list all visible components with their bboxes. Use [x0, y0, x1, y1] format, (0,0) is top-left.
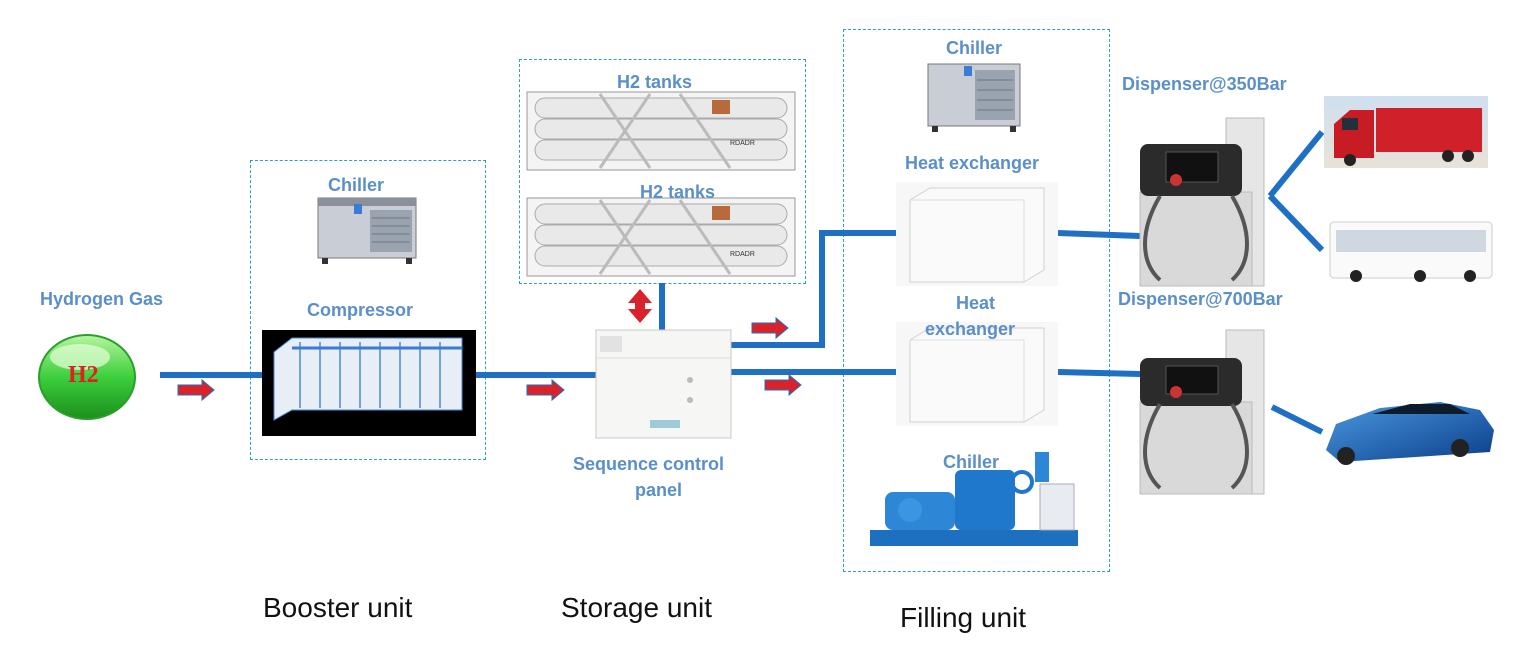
bus-image [1329, 221, 1493, 282]
booster-unit-box [250, 160, 486, 460]
hydrogen-gas-label: Hydrogen Gas [40, 289, 164, 309]
sequence-control-panel-label-line1: Sequence control [573, 454, 725, 474]
flow-arrow-3 [751, 316, 789, 340]
flow-arrow-1 [177, 378, 215, 402]
h2-tanks-label-2: H2 tanks [640, 182, 716, 202]
booster-unit-label: Booster unit [263, 592, 413, 623]
heat-exchanger-2-label-line1: Heat [956, 293, 996, 313]
tank-plate-1: RDADR [730, 140, 755, 147]
tank-plate-2: RDADR [730, 251, 755, 258]
pipe-hx1-to-dispenser350 [1057, 230, 1141, 239]
flow-arrow-2 [526, 378, 565, 402]
h2-tank-image-2 [526, 197, 796, 277]
flow-arrows [177, 316, 802, 402]
pipe-panel-to-hx1 [731, 230, 898, 348]
pipe-d350-to-bus [1267, 193, 1325, 253]
filling-chiller-bottom-image [870, 452, 1078, 546]
dispenser-350-image [1139, 117, 1265, 287]
flow-arrow-4 [764, 373, 802, 397]
dispenser-700-label: Dispenser@700Bar [1118, 289, 1283, 309]
filling-chiller-top-image [927, 63, 1021, 132]
pipe-hx2-to-dispenser700 [1057, 369, 1141, 377]
dispenser-700-image [1139, 329, 1265, 495]
car-image [1326, 402, 1494, 465]
pipe-d700-to-car [1270, 404, 1324, 435]
compressor-container-image [262, 330, 476, 436]
dispenser-350-label: Dispenser@350Bar [1122, 74, 1287, 94]
truck-image [1324, 96, 1488, 168]
heat-exchanger-1-image [896, 182, 1058, 286]
h2-tanks-label-1: H2 tanks [617, 72, 693, 92]
filling-chiller-bottom-label: Chiller [943, 452, 1000, 472]
sequence-control-panel-label-line2: panel [635, 480, 683, 500]
filling-unit-label: Filling unit [900, 602, 1027, 633]
h2-badge: H2 [68, 362, 99, 388]
booster-chiller-label: Chiller [328, 175, 385, 195]
sequence-control-panel-image [595, 329, 732, 439]
heat-exchanger-2-image [896, 322, 1058, 426]
pipes [160, 130, 1325, 435]
pipe-d350-to-truck [1267, 130, 1325, 198]
h2-sphere-icon [38, 334, 136, 420]
heat-exchanger-1-label: Heat exchanger [905, 153, 1040, 173]
filling-chiller-top-label: Chiller [946, 38, 1003, 58]
storage-unit-label: Storage unit [561, 592, 712, 623]
compressor-label: Compressor [307, 300, 414, 320]
booster-chiller-image [317, 197, 417, 264]
filling-unit-box [843, 29, 1110, 572]
h2-tank-image-1 [526, 91, 796, 171]
bidirectional-arrow [628, 289, 652, 323]
heat-exchanger-2-label-line2: exchanger [925, 319, 1016, 339]
